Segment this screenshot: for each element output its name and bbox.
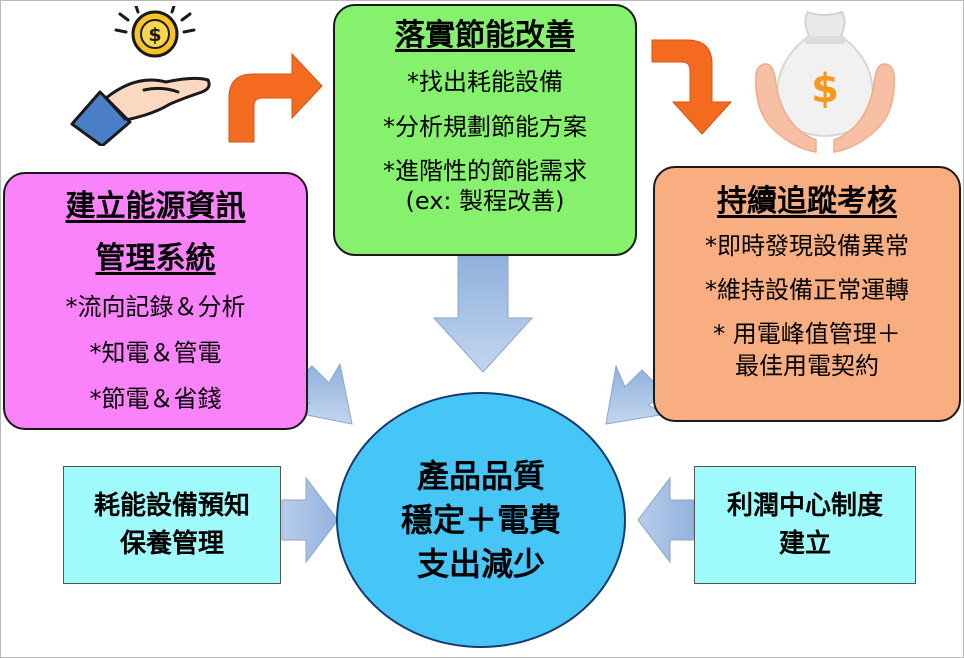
svg-text:$: $ (148, 24, 161, 46)
orange-arrow-up-right (228, 52, 323, 143)
box-item: *找出耗能設備 (407, 68, 563, 96)
box-line: 耗能設備預知 (93, 491, 250, 521)
box-title-line: 管理系統 (95, 241, 216, 276)
svg-text:$: $ (811, 66, 839, 112)
box-item: * 用電峰值管理＋ (713, 320, 901, 348)
box-item: *節電＆省錢 (89, 385, 222, 413)
continuous-tracking-box: 持續追蹤考核 *即時發現設備異常 *維持設備正常運轉 * 用電峰值管理＋ 最佳用… (653, 166, 961, 422)
energy-info-system-box: 建立能源資訊 管理系統 *流向記錄＆分析 *知電＆管電 *節電＆省錢 (3, 172, 308, 430)
circle-line: 產品品質 (416, 457, 545, 495)
box-item: *維持設備正常運轉 (705, 276, 909, 304)
profit-center-box: 利潤中心制度 建立 (694, 466, 916, 584)
circle-line: 支出減少 (416, 545, 545, 583)
box-item: *知電＆管電 (89, 339, 222, 367)
box-line: 建立 (778, 529, 831, 559)
box-line: 利潤中心制度 (726, 491, 883, 521)
center-goal-circle: 產品品質 穩定＋電費 支出減少 (336, 392, 626, 648)
box-item: *分析規劃節能方案 (383, 113, 587, 141)
box-item: *即時發現設備異常 (705, 232, 909, 260)
box-line: 保養管理 (119, 529, 224, 559)
blue-arrow-right (281, 476, 339, 564)
box-title-line: 建立能源資訊 (65, 189, 246, 224)
hand-coin-icon: $ (70, 6, 211, 146)
money-bag-hands-icon: $ (755, 10, 895, 153)
blue-arrow-down (432, 255, 534, 373)
blue-arrow-left (637, 476, 695, 564)
box-title: 持續追蹤考核 (717, 184, 897, 219)
predictive-maintenance-box: 耗能設備預知 保養管理 (63, 466, 281, 584)
box-item: *進階性的節能需求 (383, 157, 587, 185)
circle-line: 穩定＋電費 (400, 501, 561, 539)
implement-energy-saving-box: 落實節能改善 *找出耗能設備 *分析規劃節能方案 *進階性的節能需求 (ex: … (333, 4, 637, 256)
blue-arrow-diagonal-right (605, 364, 668, 425)
box-item: *流向記錄＆分析 (65, 293, 246, 321)
box-item: 最佳用電契約 (735, 352, 879, 380)
box-item: (ex: 製程改善) (405, 187, 565, 215)
orange-arrow-down-right (651, 39, 733, 135)
box-title: 落實節能改善 (395, 18, 575, 53)
